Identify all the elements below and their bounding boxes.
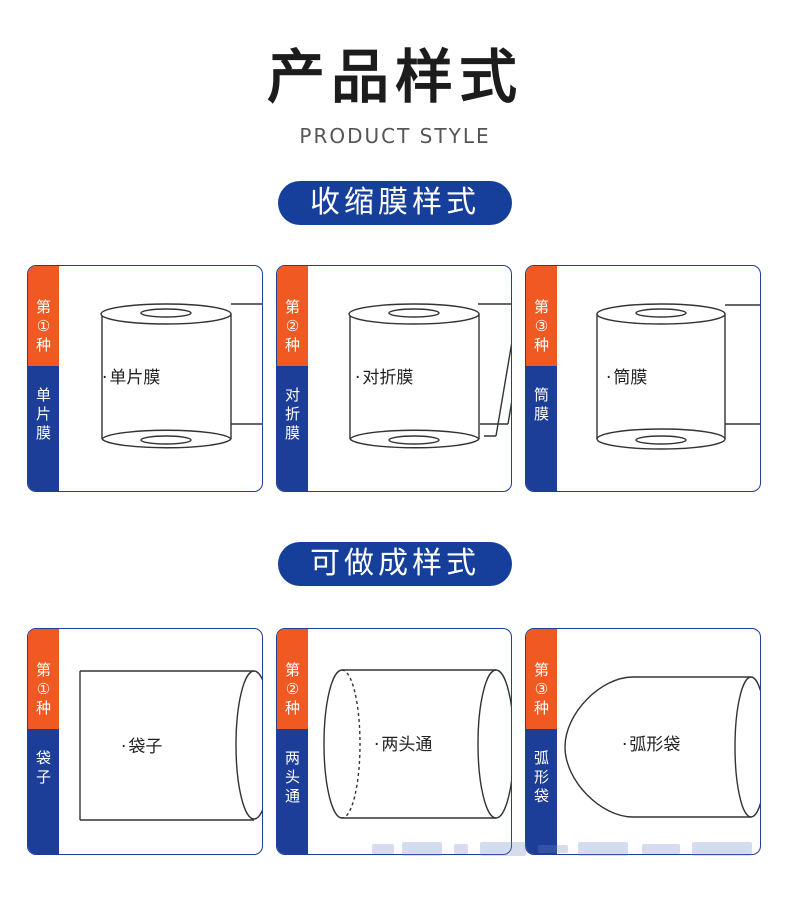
card-name-text: 筒膜 — [533, 386, 549, 423]
card-name-strip — [277, 729, 308, 854]
arc-bag-icon — [564, 676, 760, 818]
page-subtitle: PRODUCT STYLE — [299, 124, 491, 148]
card-index-strip — [526, 266, 557, 366]
card-name-text: 弧形袋 — [533, 749, 549, 805]
card-label: ·单片膜 — [102, 368, 161, 388]
roll-folded-film-icon — [348, 303, 511, 449]
card-name-strip — [277, 366, 308, 491]
card-name-text: 对折膜 — [284, 386, 300, 442]
card-name-strip — [526, 366, 557, 491]
card-label: ·对折膜 — [355, 368, 414, 388]
card-name-text: 袋子 — [35, 749, 51, 786]
card-name-text: 单片膜 — [35, 386, 51, 442]
card-name-strip — [526, 729, 557, 854]
section-title-shrink-film: 收缩膜样式 — [278, 181, 512, 225]
card-index-strip — [28, 266, 59, 366]
bag-icon — [79, 670, 262, 821]
card-index-strip — [526, 629, 557, 729]
card-label: ·筒膜 — [606, 368, 648, 388]
card-name-strip — [28, 729, 59, 854]
roll-single-film-icon — [100, 303, 262, 449]
open-both-ends-icon — [323, 669, 511, 819]
card-name-strip — [28, 366, 59, 491]
watermark-graphic — [372, 842, 752, 856]
card-index-strip — [28, 629, 59, 729]
card-label: ·袋子 — [121, 737, 163, 757]
page-title: 产品样式 — [266, 43, 523, 111]
section-title-possible-styles: 可做成样式 — [278, 542, 512, 586]
card-index-strip — [277, 629, 308, 729]
card-label: ·两头通 — [374, 735, 433, 755]
card-index-strip — [277, 266, 308, 366]
roll-tube-film-icon — [596, 303, 760, 450]
card-label: ·弧形袋 — [622, 735, 681, 755]
card-name-text: 两头通 — [284, 749, 300, 805]
